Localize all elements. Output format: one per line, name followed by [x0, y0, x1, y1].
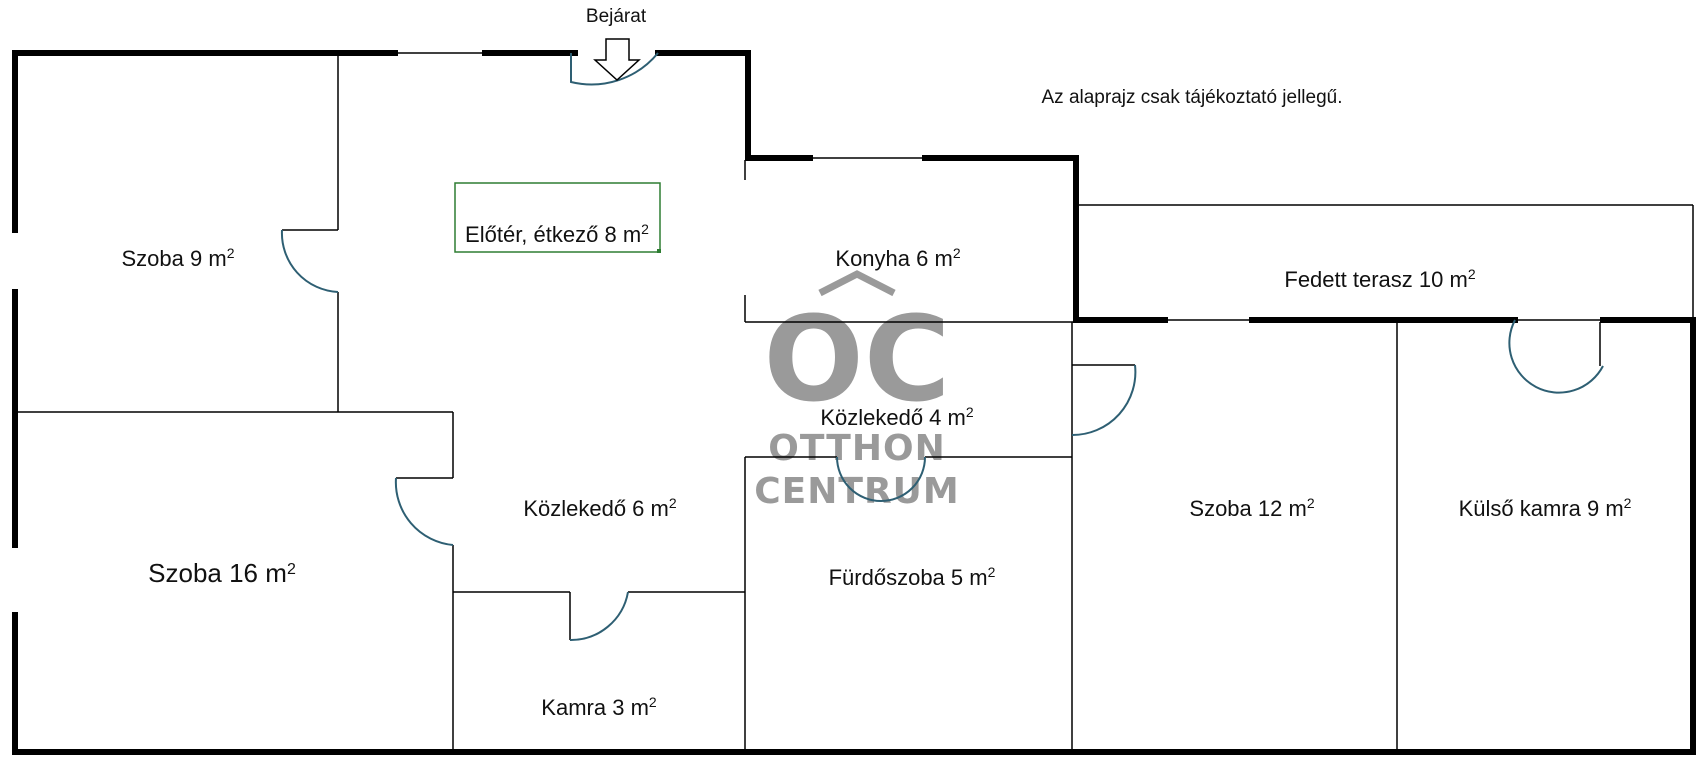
watermark-initials: OC	[764, 290, 951, 428]
area-exponent: 2	[1307, 495, 1315, 511]
area-unit: m	[631, 695, 649, 720]
area-exponent: 2	[227, 245, 235, 261]
watermark-line2: CENTRUM	[754, 471, 959, 512]
room-name: Kamra 3	[541, 695, 624, 720]
door-furdoszoba-swing[interactable]	[836, 456, 926, 502]
area-unit: m	[1449, 267, 1467, 292]
entrance-arrow-icon	[593, 38, 641, 82]
room-name: Szoba 16	[148, 558, 258, 588]
room-label-szoba-9: Szoba 9 m2	[122, 245, 235, 271]
area-exponent: 2	[641, 221, 649, 237]
room-label-szoba-12: Szoba 12 m2	[1189, 495, 1314, 521]
area-unit: m	[265, 558, 287, 588]
watermark-roof-icon	[818, 270, 896, 297]
highlight-box-handle	[657, 249, 661, 253]
room-label-szoba-16: Szoba 16 m2	[148, 558, 296, 588]
door-kulso-kamra-swing[interactable]	[1508, 319, 1604, 394]
room-name: Előtér, étkező 8	[465, 222, 617, 247]
door-swings	[280, 52, 1604, 642]
room-name: Szoba 9	[122, 246, 203, 271]
door-kamra-swing[interactable]	[569, 591, 629, 642]
interior-walls	[15, 52, 1694, 752]
room-name: Közlekedő 4	[820, 405, 941, 430]
area-unit: m	[208, 246, 226, 271]
area-exponent: 2	[669, 495, 677, 511]
door-szoba9-swing[interactable]	[280, 229, 339, 293]
area-exponent: 2	[287, 561, 296, 578]
watermark-line1: OTTHON	[768, 428, 945, 469]
room-name: Szoba 12	[1189, 496, 1282, 521]
room-label-furdoszoba: Fürdőszoba 5 m2	[829, 564, 996, 590]
door-szoba12-swing[interactable]	[1071, 364, 1137, 437]
room-label-kulso-kamra: Külső kamra 9 m2	[1459, 495, 1632, 521]
area-exponent: 2	[966, 404, 974, 420]
area-exponent: 2	[1468, 266, 1476, 282]
entrance-label: Bejárat	[586, 6, 647, 27]
room-label-kamra: Kamra 3 m2	[541, 694, 657, 720]
door-entrance-swing[interactable]	[570, 52, 659, 86]
room-name: Konyha 6	[835, 246, 928, 271]
room-label-konyha: Konyha 6 m2	[835, 245, 960, 271]
room-label-eloter-etkezo: Előtér, étkező 8 m2	[465, 221, 649, 247]
room-labels: Szoba 9 m2 Előtér, étkező 8 m2 Konyha 6 …	[122, 221, 1632, 720]
area-unit: m	[1288, 496, 1306, 521]
exterior-walls	[12, 50, 1696, 755]
area-unit: m	[651, 496, 669, 521]
area-unit: m	[934, 246, 952, 271]
area-unit: m	[948, 405, 966, 430]
room-label-kozlekedo-4: Közlekedő 4 m2	[820, 404, 974, 430]
room-label-fedett-terasz: Fedett terasz 10 m2	[1284, 266, 1475, 292]
area-exponent: 2	[988, 564, 996, 580]
room-name: Külső kamra 9	[1459, 496, 1600, 521]
otthon-centrum-watermark: OC OTTHON CENTRUM	[754, 270, 959, 512]
area-unit: m	[623, 222, 641, 247]
area-exponent: 2	[953, 245, 961, 261]
area-unit: m	[1605, 496, 1623, 521]
room-name: Közlekedő 6	[523, 496, 644, 521]
room-name: Fürdőszoba 5	[829, 565, 964, 590]
disclaimer-text: Az alaprajz csak tájékoztató jellegű.	[1042, 87, 1343, 108]
area-exponent: 2	[649, 694, 657, 710]
area-exponent: 2	[1624, 495, 1632, 511]
room-name: Fedett terasz 10	[1284, 267, 1443, 292]
eloter-label-highlight-box	[454, 182, 661, 253]
area-unit: m	[969, 565, 987, 590]
door-szoba16-swing[interactable]	[394, 477, 454, 546]
room-label-kozlekedo-6: Közlekedő 6 m2	[523, 495, 677, 521]
